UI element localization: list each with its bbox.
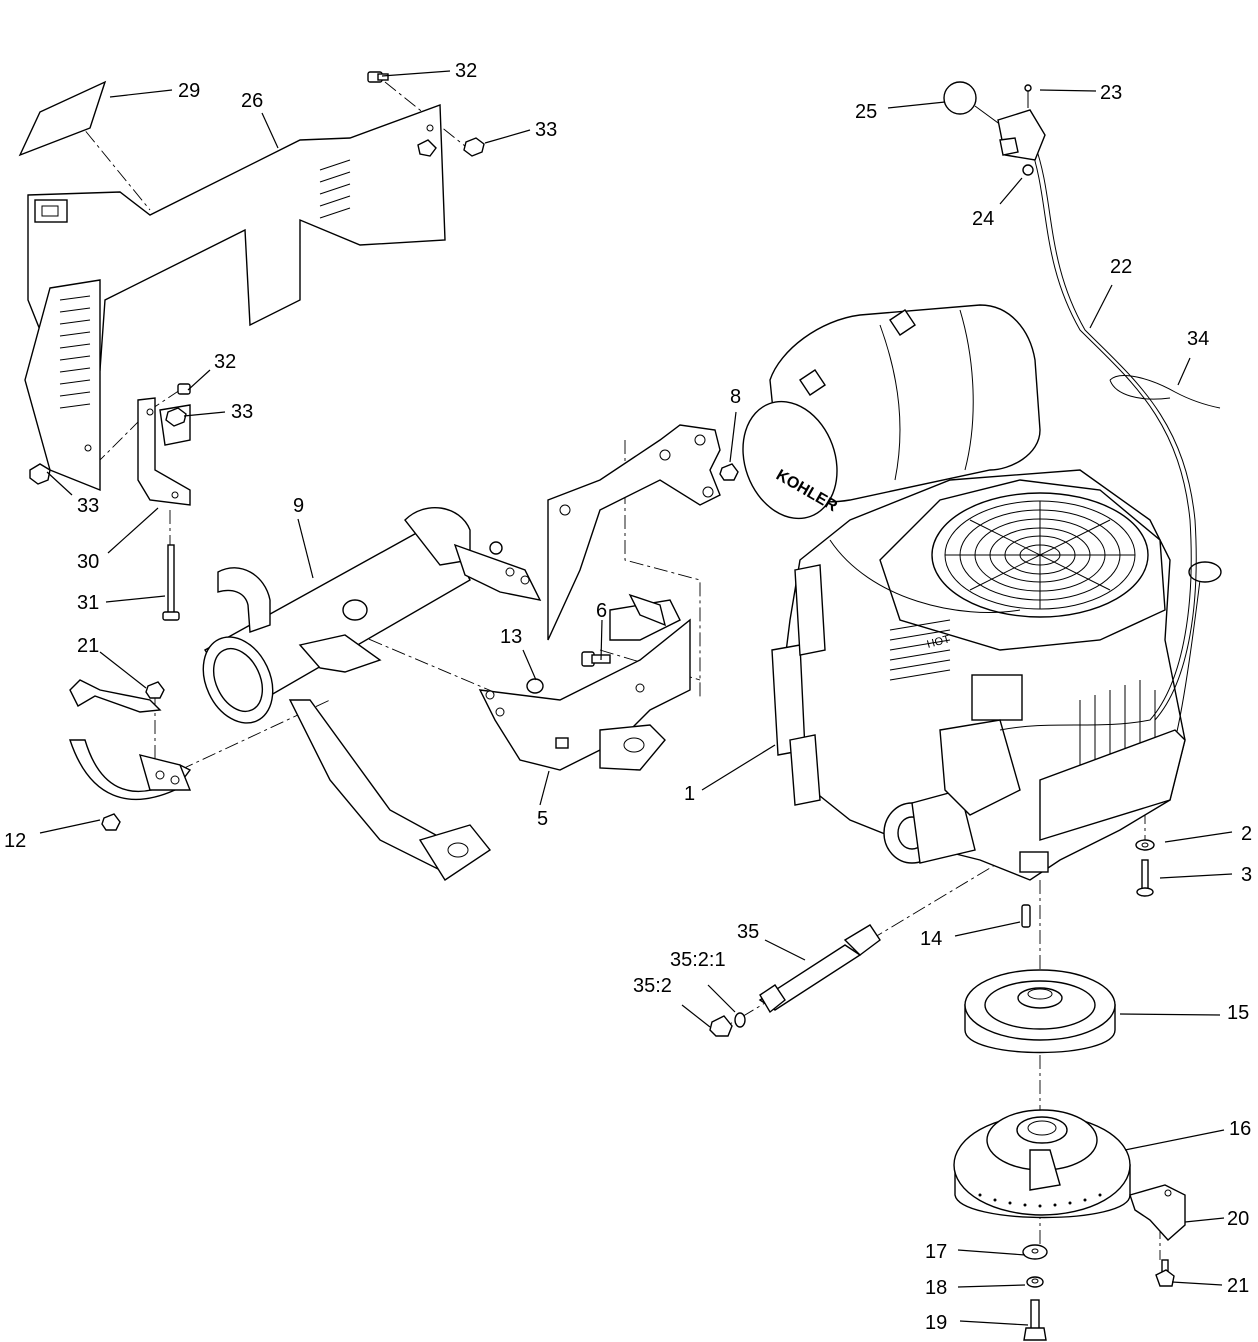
part-19-bolt <box>1023 1299 1047 1341</box>
engine-fan-screen <box>944 500 1136 610</box>
callout-30: 30 <box>77 551 99 573</box>
callout-19: 19 <box>925 1312 947 1334</box>
callout-21-bracket: 21 <box>1227 1275 1249 1297</box>
part-34-cable-tie <box>1109 375 1221 409</box>
callout-14: 14 <box>920 928 942 950</box>
part-22-throttle-cable <box>829 144 1197 731</box>
callout-17: 17 <box>925 1241 947 1263</box>
callout-8: 8 <box>730 386 741 408</box>
engine-hot-label: HOT <box>926 633 952 651</box>
part-8-nut <box>719 463 739 481</box>
callout-35: 35 <box>737 921 759 943</box>
callout-22: 22 <box>1110 256 1132 278</box>
part-6-bolt <box>581 651 611 667</box>
callout-2: 2 <box>1241 823 1252 845</box>
part-35-2-bolt <box>709 1015 733 1037</box>
callout-12: 12 <box>4 830 26 852</box>
part-26-vent-slots <box>59 159 351 409</box>
part-17-spacer <box>1022 1244 1048 1260</box>
part-33-nut-left <box>29 463 51 485</box>
callout-3: 3 <box>1241 864 1252 886</box>
callout-32-mid: 32 <box>214 351 236 373</box>
part-31-bolt-long <box>162 544 180 621</box>
part-33-nut-mid <box>165 407 187 427</box>
callout-35-2: 35:2 <box>633 975 672 997</box>
part-21-bolt-clamp <box>145 681 165 699</box>
part-3-bolt <box>1136 859 1154 897</box>
callout-21-clamp: 21 <box>77 635 99 657</box>
part-2-washer <box>1135 839 1155 851</box>
callout-9: 9 <box>293 495 304 517</box>
callout-35-2-1: 35:2:1 <box>670 949 726 971</box>
part-24-nut <box>1022 164 1034 176</box>
part-15-pulley <box>964 969 1116 1054</box>
part-25-knob <box>943 81 977 115</box>
part-16-clutch <box>953 1109 1131 1219</box>
callout-26: 26 <box>241 90 263 112</box>
callout-16: 16 <box>1229 1118 1251 1140</box>
callout-25: 25 <box>855 101 877 123</box>
part-35-2-1-washer <box>734 1012 746 1028</box>
callout-20: 20 <box>1227 1208 1249 1230</box>
callout-5: 5 <box>537 808 548 830</box>
callout-6: 6 <box>596 600 607 622</box>
leader-lines <box>39 70 1233 1326</box>
part-throttle-lever <box>974 105 1046 161</box>
part-20-bracket <box>1129 1184 1186 1241</box>
callout-labels: 29 26 32 33 32 33 33 30 31 9 21 12 13 6 … <box>4 60 1252 1334</box>
part-29-decal <box>18 80 107 157</box>
callout-34: 34 <box>1187 328 1209 350</box>
part-1-engine: KOHLER HOT <box>742 304 1222 881</box>
part-21-bolt-bracket <box>1155 1259 1175 1287</box>
part-clamp-assembly <box>69 679 192 801</box>
callout-15: 15 <box>1227 1002 1249 1024</box>
callout-33-left: 33 <box>77 495 99 517</box>
part-33-nut-top <box>463 137 485 157</box>
callout-29: 29 <box>178 80 200 102</box>
part-12-bolt-clamp <box>101 813 121 831</box>
callout-23: 23 <box>1100 82 1122 104</box>
part-14-key <box>1021 904 1031 928</box>
part-5-muffler-bracket <box>478 593 691 771</box>
callout-1: 1 <box>684 783 695 805</box>
part-26-heat-shield <box>24 104 446 492</box>
callout-31: 31 <box>77 592 99 614</box>
callout-33-mid: 33 <box>231 401 253 423</box>
part-16-vent-holes <box>978 1193 1102 1208</box>
part-18-washer <box>1026 1276 1044 1288</box>
callout-24: 24 <box>972 208 994 230</box>
part-32-bolt-mid <box>177 383 191 395</box>
part-32-bolt-top <box>367 71 389 83</box>
part-35-crank-adapter <box>758 924 881 1014</box>
callout-33-top: 33 <box>535 119 557 141</box>
part-8-mount-plate <box>547 424 721 641</box>
part-9-muffler <box>202 506 542 881</box>
callout-13: 13 <box>500 626 522 648</box>
callout-32-top: 32 <box>455 60 477 82</box>
part-13-nut <box>526 678 544 694</box>
callout-18: 18 <box>925 1277 947 1299</box>
part-23-screw <box>1024 84 1032 108</box>
